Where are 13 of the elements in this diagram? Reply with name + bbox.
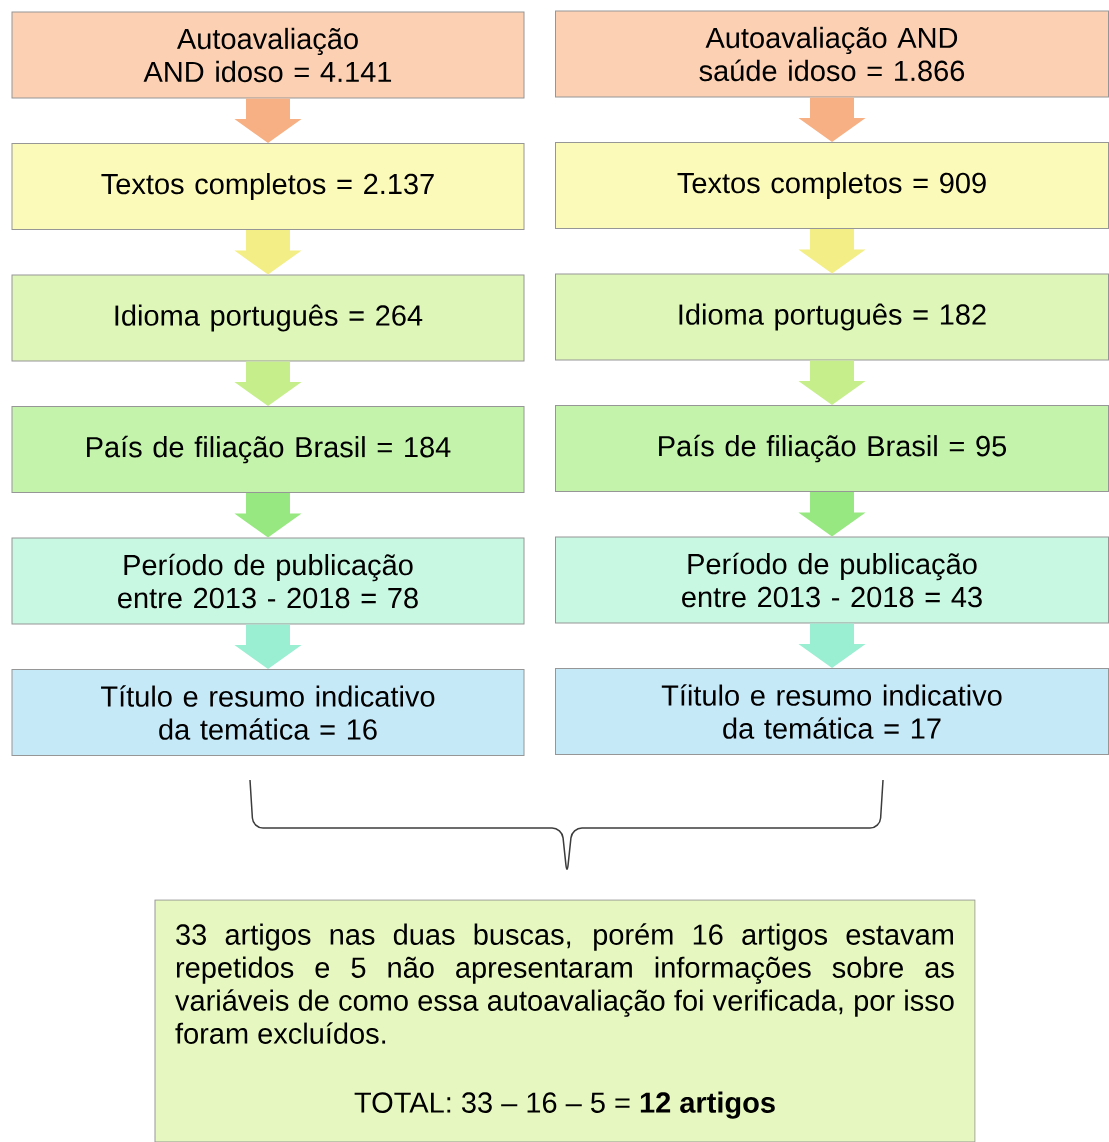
process-box: Autoavaliação AND saúde idoso = 1.866 [555, 10, 1109, 98]
process-box: Período de publicação entre 2013 - 2018 = 78 [11, 537, 525, 625]
process-box: Título e resumo indicativo da temática = 16 [11, 669, 525, 756]
process-box: Idioma português = 264 [11, 274, 525, 362]
process-box: País de filiação Brasil = 95 [555, 405, 1109, 492]
process-box: Tíitulo e resumo indicativo da temática = 17 [555, 668, 1109, 755]
process-box: Período de publicação entre 2013 - 2018 = 43 [555, 536, 1109, 624]
process-box: Idioma português = 182 [555, 273, 1109, 361]
process-box: País de filiação Brasil = 184 [11, 406, 525, 493]
note-box: 33 artigos nas duas buscas, porém 16 artigos estavam repetidos e 5 não apresentaram informações sobre as variáveis de como essa autoavaliação foi verificada, por isso foram excluídos. TOTAL: 33 – 16 – 5 = 12 artigos [154, 899, 976, 1142]
process-box: Autoavaliação AND idoso = 4.141 [11, 11, 525, 99]
process-box: Textos completos = 909 [555, 142, 1109, 229]
process-box: Textos completos = 2.137 [11, 143, 525, 230]
